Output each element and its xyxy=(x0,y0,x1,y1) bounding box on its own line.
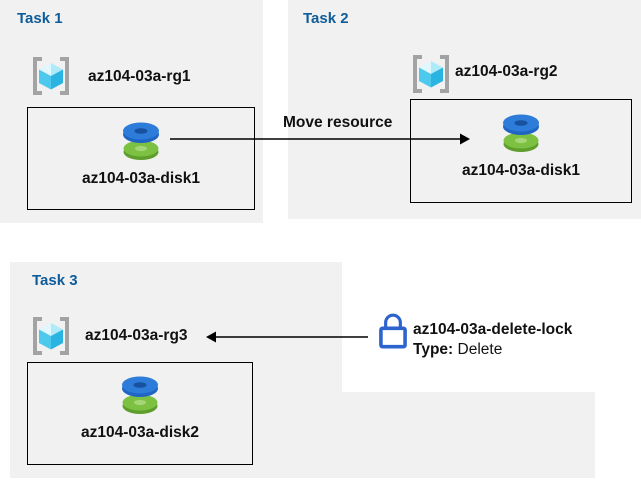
rg3-label: az104-03a-rg3 xyxy=(85,327,188,344)
lock-type-label: Type: xyxy=(413,341,454,358)
disk1-label: az104-03a-disk1 xyxy=(81,170,201,187)
resource-group-icon xyxy=(408,53,454,100)
task2-title: Task 2 xyxy=(303,10,349,27)
lock-type-value: Delete xyxy=(457,341,503,358)
delete-lock-arrow xyxy=(206,331,368,343)
resource-group-icon xyxy=(28,315,74,362)
rg2-label: az104-03a-rg2 xyxy=(455,63,558,80)
resource-group-icon xyxy=(28,55,74,102)
disk-icon xyxy=(117,373,163,420)
task1-title: Task 1 xyxy=(17,10,63,27)
task3-disk-box: az104-03a-disk2 xyxy=(27,362,253,465)
disk-icon xyxy=(498,111,544,158)
task3-title: Task 3 xyxy=(32,272,78,289)
rg1-label: az104-03a-rg1 xyxy=(88,68,191,85)
delete-lock-name: az104-03a-delete-lock xyxy=(413,321,573,338)
task2-disk-box: az104-03a-disk1 xyxy=(410,99,632,203)
delete-lock-type: Type: Delete xyxy=(413,341,502,359)
move-resource-label: Move resource xyxy=(283,114,393,131)
task2-panel xyxy=(288,0,641,219)
disk1-moved-label: az104-03a-disk1 xyxy=(461,162,581,179)
disk2-label: az104-03a-disk2 xyxy=(80,424,200,441)
task1-disk-box: az104-03a-disk1 xyxy=(27,107,255,210)
move-resource-arrow xyxy=(170,133,470,145)
lock-icon xyxy=(375,311,411,358)
task1-panel xyxy=(0,0,263,223)
disk-icon xyxy=(118,119,164,166)
